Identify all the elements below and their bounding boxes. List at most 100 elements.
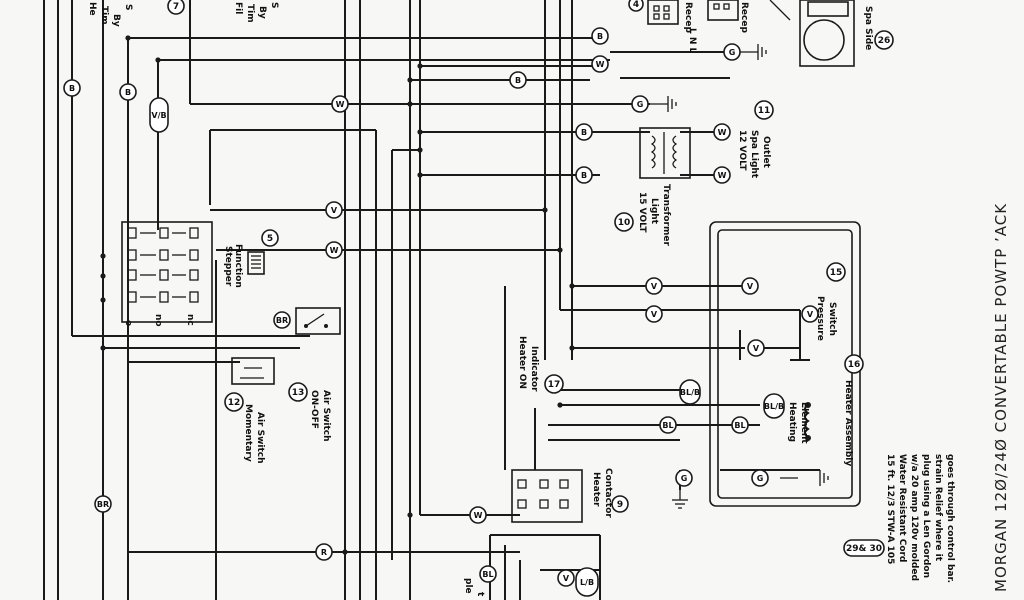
- svg-text:16: 16: [848, 360, 861, 370]
- bubble-blb-1: BL/B: [679, 379, 701, 405]
- svg-text:V: V: [753, 344, 760, 353]
- svg-text:B: B: [515, 76, 521, 85]
- svg-text:BR: BR: [97, 500, 109, 509]
- svg-text:G: G: [729, 48, 736, 57]
- bubble-r: R: [315, 543, 333, 561]
- svg-text:R: R: [321, 548, 327, 557]
- diagram-title: MORGAN 12Ø/24Ø CONVERTABLE POWTP ’ACK: [992, 203, 1010, 592]
- svg-text:strain Relief where it: strain Relief where it: [933, 454, 943, 562]
- svg-text:Element: Element: [799, 402, 809, 444]
- svg-text:Spa Light: Spa Light: [749, 130, 759, 179]
- svg-text:29& 30: 29& 30: [846, 544, 882, 554]
- svg-text:Contactor: Contactor: [603, 468, 613, 518]
- svg-text:15: 15: [830, 268, 843, 278]
- bubble-b-6: B: [575, 166, 593, 184]
- svg-text:t: t: [475, 592, 485, 597]
- svg-text:V: V: [747, 282, 754, 291]
- bubble-blb-2: BL/B: [763, 393, 785, 419]
- bubble-w-1: W: [331, 95, 349, 113]
- svg-text:Recep: Recep: [739, 2, 749, 33]
- svg-text:Air Switch: Air Switch: [321, 390, 331, 442]
- junction-dots: [100, 35, 575, 555]
- svg-text:W: W: [336, 100, 345, 109]
- svg-text:5: 5: [267, 234, 273, 244]
- svg-text:15 ft. 12/3 STW-A 105: 15 ft. 12/3 STW-A 105: [885, 454, 895, 564]
- svg-text:BL/B: BL/B: [764, 402, 784, 411]
- svg-text:plug using a Len Gordon: plug using a Len Gordon: [921, 454, 931, 578]
- bubble-v-6: V: [747, 339, 765, 357]
- num-9: 9: [611, 495, 629, 513]
- svg-text:L/B: L/B: [580, 578, 594, 587]
- wire-bubbles: B B V/B W B W G B G B B W W V W BR V V V…: [63, 27, 819, 597]
- svg-text:Function: Function: [233, 244, 243, 288]
- svg-text:Stepper: Stepper: [223, 246, 233, 287]
- receptacles: [647, 0, 791, 25]
- svg-text:7: 7: [173, 2, 179, 12]
- svg-text:Heater: Heater: [591, 472, 601, 507]
- bubble-g-3: G: [675, 469, 693, 487]
- svg-text:Indicator: Indicator: [529, 346, 539, 392]
- svg-text:B: B: [581, 128, 587, 137]
- svg-text:By: By: [111, 14, 121, 27]
- bubble-v-5: V: [801, 305, 819, 323]
- svg-text:4: 4: [633, 0, 639, 10]
- onoff-air-switch: [295, 307, 341, 335]
- svg-text:13: 13: [292, 388, 305, 398]
- svg-text:Pressure: Pressure: [815, 296, 825, 341]
- svg-text:V: V: [651, 282, 658, 291]
- svg-text:9: 9: [617, 500, 623, 510]
- svg-text:B: B: [597, 32, 603, 41]
- num-17: 17: [544, 374, 564, 394]
- text-labels: He Tim By S Fil Tim By S Recep Recep L N…: [87, 2, 955, 597]
- svg-text:BR: BR: [276, 316, 288, 325]
- num-12: 12: [224, 392, 244, 412]
- bubble-v-1: V: [325, 201, 343, 219]
- bubble-w-6: W: [469, 506, 487, 524]
- bubble-vb: V/B: [149, 97, 169, 133]
- spa-light-outlet: [799, 0, 855, 67]
- svg-text:W: W: [596, 60, 605, 69]
- bubble-v-7: V: [557, 569, 575, 587]
- svg-text:Heater ON: Heater ON: [517, 336, 527, 389]
- num-16: 16: [844, 354, 864, 374]
- bubble-b-4: B: [509, 71, 527, 89]
- svg-text:Heater Assembly: Heater Assembly: [843, 380, 853, 466]
- svg-text:Recep: Recep: [683, 2, 693, 33]
- bubble-g-1: G: [723, 43, 741, 61]
- svg-text:15 VOLT: 15 VOLT: [637, 192, 647, 233]
- svg-text:ON-OFF: ON-OFF: [309, 390, 319, 429]
- svg-text:B: B: [581, 171, 587, 180]
- bubble-g-4: G: [751, 469, 769, 487]
- num-4: 4: [628, 0, 644, 12]
- bubble-v-2: V: [645, 277, 663, 295]
- bubble-br-2: BR: [94, 495, 112, 513]
- svg-text:B: B: [69, 84, 75, 93]
- svg-text:Switch: Switch: [827, 302, 837, 336]
- function-stepper-switch: [121, 221, 265, 323]
- num-13: 13: [288, 382, 308, 402]
- svg-text:V: V: [563, 574, 570, 583]
- svg-text:BL: BL: [734, 421, 745, 430]
- bubble-br-1: BR: [273, 311, 291, 329]
- svg-text:10: 10: [618, 218, 631, 228]
- svg-text:Heating: Heating: [787, 402, 797, 442]
- svg-text:W: W: [718, 171, 727, 180]
- svg-text:W: W: [474, 511, 483, 520]
- svg-text:nc: nc: [185, 314, 195, 326]
- svg-text:W: W: [718, 128, 727, 137]
- num-7: 7: [167, 0, 185, 15]
- svg-text:goes through control bar.: goes through control bar.: [945, 454, 955, 583]
- svg-text:G: G: [757, 474, 764, 483]
- svg-text:Transformer: Transformer: [661, 184, 671, 246]
- bubble-bl-1: BL: [659, 416, 677, 434]
- svg-text:BL/B: BL/B: [680, 388, 700, 397]
- svg-text:L N L: L N L: [687, 28, 697, 54]
- num-15: 15: [826, 262, 846, 282]
- svg-text:12 VOLT: 12 VOLT: [737, 130, 747, 171]
- svg-text:Water Resistant Cord: Water Resistant Cord: [897, 454, 907, 562]
- svg-text:S: S: [123, 4, 133, 10]
- component-numbers: 7 4 26 11 10 5 15 16 17 12 13 9 29& 30: [167, 0, 894, 557]
- svg-text:B: B: [125, 88, 131, 97]
